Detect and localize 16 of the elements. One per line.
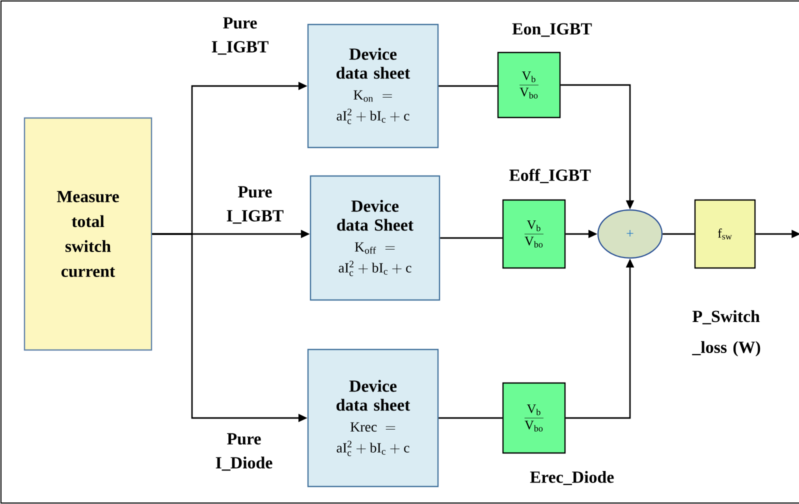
edge-label: Pure I_IGBT xyxy=(212,17,268,55)
summing-junction: + xyxy=(597,209,663,259)
process-box: Measure total switch current xyxy=(24,117,152,351)
gain-block: $\mathrm{f_{sw}}$ xyxy=(694,199,756,269)
edge-label: Pure I_IGBT xyxy=(226,186,284,224)
gain-block: $\frac{\mathrm{V_b}}{\mathrm{V_{bo}}}$ xyxy=(502,199,566,269)
process-box: Device data sheet $\mathrm{K_{on}} =$ $\mathrm{aI_c^2 + bI_c + c}$ xyxy=(307,24,439,148)
block-label: Eoff_IGBT xyxy=(509,168,591,184)
block-label: P_Switch _loss (W) xyxy=(692,310,760,356)
process-box: Device data Sheet $\mathrm{K_{off}} =$ $\mathrm{aI_c^2 + bI_c + c}$ xyxy=(310,175,440,301)
block-label: Eon_IGBT xyxy=(512,23,592,37)
gain-block: $\frac{\mathrm{V_b}}{\mathrm{V_{bo}}}$ xyxy=(502,382,566,454)
block-label: Erec_Diode xyxy=(530,470,614,486)
process-box: Device data sheet $\mathrm{Krec} =$ $\mathrm{aI_c^2 + bI_c + c}$ xyxy=(307,348,439,488)
gain-block: $\frac{\mathrm{V_b}}{\mathrm{V_{bo}}}$ xyxy=(497,52,561,118)
edge-label: Pure I_Diode xyxy=(216,433,272,471)
